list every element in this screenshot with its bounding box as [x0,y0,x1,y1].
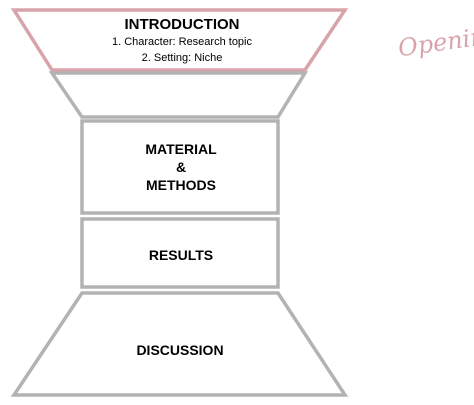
methods-title-line-3: METHODS [146,177,216,193]
introduction-shape [10,8,349,72]
introduction-point-1: 1. Character: Research topic [112,36,253,48]
discussion-title: DISCUSSION [136,342,223,358]
results-box [80,217,280,289]
introduction-title: INTRODUCTION [125,16,240,33]
discussion-shape [10,291,349,397]
methods-title-line-1: MATERIAL [145,141,217,157]
introduction-point-2: 2. Setting: Niche [142,52,223,64]
methods-box [80,119,280,215]
methods-title-line-2: & [176,159,186,175]
funnel-connector-shape [48,71,309,119]
opening-label: Opening [396,20,474,62]
results-title: RESULTS [149,247,213,263]
